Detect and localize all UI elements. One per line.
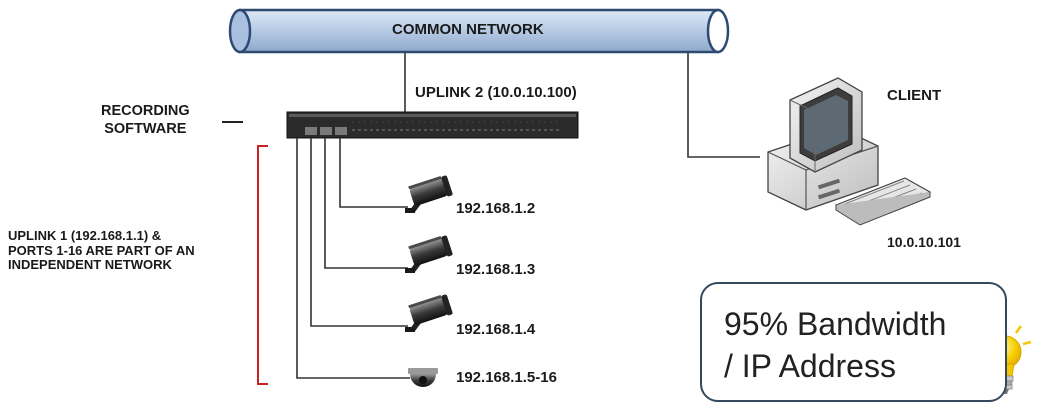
camera-2-ip-label: 192.168.1.3 <box>456 261 536 278</box>
independent-note-line3: INDEPENDENT NETWORK <box>8 257 172 273</box>
network-bracket <box>257 145 268 385</box>
client-wire <box>687 53 760 158</box>
camera-4-ip-label: 192.168.1.5-16 <box>456 369 557 386</box>
client-label: CLIENT <box>887 87 942 104</box>
independent-network-note: UPLINK 1 (192.168.1.1) & PORTS 1-16 ARE … <box>8 228 248 273</box>
dome-camera-icon <box>408 368 438 387</box>
client-ip-label: 10.0.10.101 <box>887 234 961 250</box>
client-computer-icon <box>767 77 932 226</box>
recording-software-label: RECORDING SOFTWARE <box>101 102 190 138</box>
camera-3-ip-label: 192.168.1.4 <box>456 321 536 338</box>
independent-note-line2: PORTS 1-16 ARE PART OF AN <box>8 242 195 258</box>
camera-wire-4 <box>296 138 410 379</box>
camera-wire-2 <box>324 138 408 269</box>
uplink2-label: UPLINK 2 (10.0.10.100) <box>415 84 577 101</box>
camera-wire-1 <box>339 138 408 208</box>
recording-label-line2: SOFTWARE <box>104 121 187 138</box>
camera-wire-3 <box>310 138 408 327</box>
network-pipe <box>228 8 730 54</box>
bandwidth-callout-text: 95% Bandwidth / IP Address <box>724 304 946 387</box>
bullet-camera-1-icon <box>405 175 453 213</box>
bullet-camera-2-icon <box>405 235 453 273</box>
switch-device <box>286 111 579 139</box>
bullet-camera-3-icon <box>405 294 453 332</box>
common-network-label: COMMON NETWORK <box>392 21 544 38</box>
bandwidth-callout-box: 95% Bandwidth / IP Address <box>700 282 1007 402</box>
camera-1-ip-label: 192.168.1.2 <box>456 200 536 217</box>
recording-label-line1: RECORDING <box>101 103 190 119</box>
independent-note-line1: UPLINK 1 (192.168.1.1) & <box>8 228 162 243</box>
callout-line1: 95% Bandwidth <box>724 306 947 342</box>
callout-line2: / IP Address <box>724 347 896 384</box>
